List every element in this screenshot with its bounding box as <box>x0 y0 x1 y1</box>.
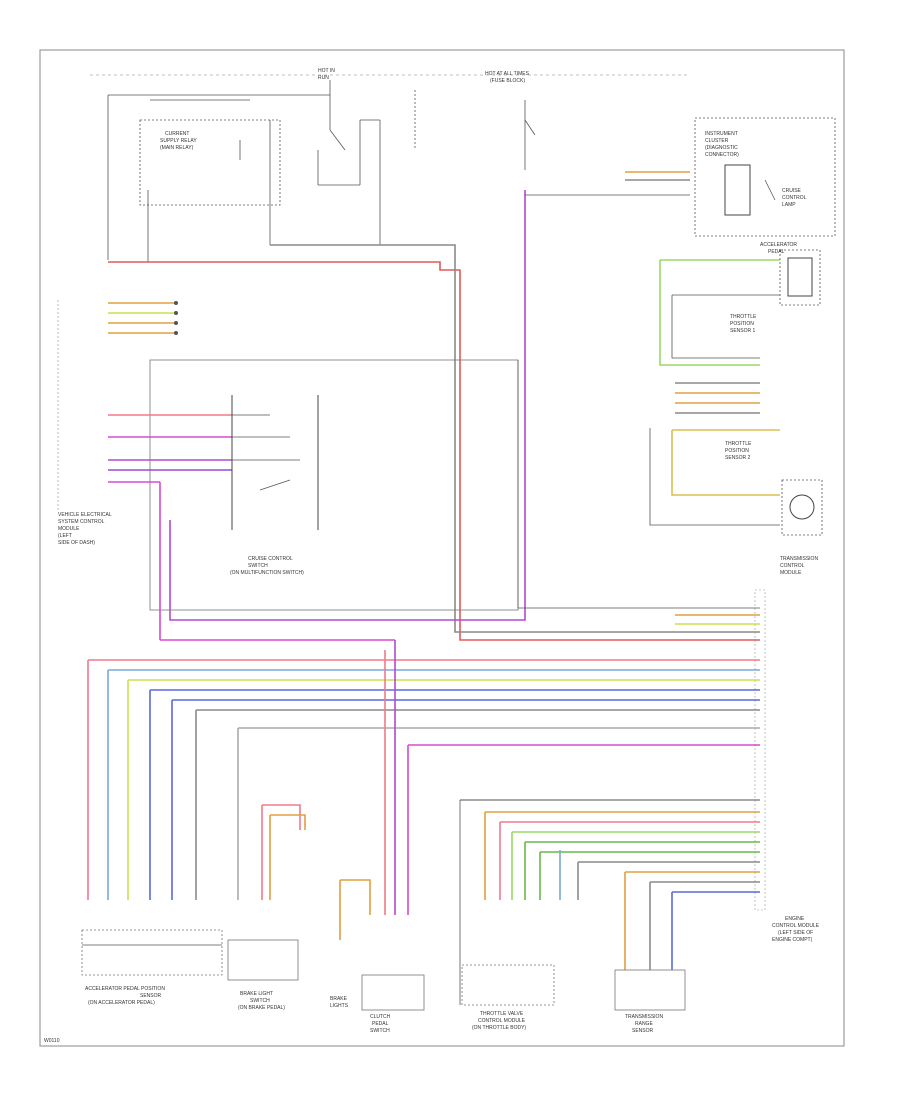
svg-text:BRAKE: BRAKE <box>330 996 348 1002</box>
right-sensor-group <box>649 249 823 536</box>
svg-text:ENGINE COMPT): ENGINE COMPT) <box>772 937 813 943</box>
svg-text:THROTTLE VALVE: THROTTLE VALVE <box>480 1011 524 1017</box>
svg-text:(DIAGNOSTIC: (DIAGNOSTIC <box>705 145 738 151</box>
svg-text:(MAIN RELAY): (MAIN RELAY) <box>160 145 194 151</box>
svg-text:BRAKE LIGHT: BRAKE LIGHT <box>240 991 273 997</box>
tps1-label: THROTTLE POSITION SENSOR 1 <box>730 314 757 334</box>
svg-text:CRUISE CONTROL: CRUISE CONTROL <box>248 556 293 562</box>
svg-text:MODULE: MODULE <box>780 570 802 576</box>
wire-red-top <box>108 261 760 641</box>
wire-gray-top <box>270 244 760 633</box>
svg-text:RUN: RUN <box>318 75 329 81</box>
power-supply-area <box>524 100 536 170</box>
svg-text:LAMP: LAMP <box>782 202 796 208</box>
cruise-switch-label: CRUISE CONTROL SWITCH (ON MULTIFUNCTION … <box>230 556 304 576</box>
svg-text:SENSOR 2: SENSOR 2 <box>725 455 751 461</box>
svg-text:CONNECTOR): CONNECTOR) <box>705 152 739 158</box>
svg-text:SWITCH: SWITCH <box>370 1028 390 1034</box>
svg-text:(LEFT: (LEFT <box>58 533 72 539</box>
svg-text:PEDAL: PEDAL <box>372 1021 389 1027</box>
svg-text:LIGHTS: LIGHTS <box>330 1003 349 1009</box>
svg-text:PEDAL: PEDAL <box>768 249 785 255</box>
svg-text:(FUSE BLOCK): (FUSE BLOCK) <box>490 78 525 84</box>
power-supply-label: HOT AT ALL TIMES (FUSE BLOCK) <box>485 71 530 84</box>
svg-text:ACCELERATOR PEDAL POSITION: ACCELERATOR PEDAL POSITION <box>85 986 165 992</box>
trans-range-wires <box>624 871 760 970</box>
instrument-cluster-label: INSTRUMENT CLUSTER (DIAGNOSTIC CONNECTOR… <box>705 131 739 158</box>
svg-text:ENGINE: ENGINE <box>785 916 805 922</box>
svg-text:CLUTCH: CLUTCH <box>370 1014 391 1020</box>
svg-text:SENSOR: SENSOR <box>140 993 162 999</box>
accel-pedal-label: ACCELERATOR PEDAL <box>760 242 797 255</box>
svg-text:TRANSMISSION: TRANSMISSION <box>780 556 818 562</box>
relay-block-label: HOT IN RUN <box>318 68 335 81</box>
cruise-lamp-label: CRUISE CONTROL LAMP <box>782 188 807 208</box>
top-left-relay-area <box>107 80 416 262</box>
svg-text:(LEFT SIDE OF: (LEFT SIDE OF <box>778 930 813 936</box>
footer-code: W0110 <box>44 1038 60 1044</box>
svg-text:ACCELERATOR: ACCELERATOR <box>760 242 797 248</box>
svg-text:THROTTLE: THROTTLE <box>725 441 752 447</box>
svg-text:(ON BRAKE PEDAL): (ON BRAKE PEDAL) <box>238 1005 285 1011</box>
diagram-frame <box>39 49 845 1047</box>
cruise-switch-frame <box>149 359 519 611</box>
bottom-brake-lamp-label: BRAKE LIGHTS <box>330 996 349 1009</box>
svg-text:SWITCH: SWITCH <box>250 998 270 1004</box>
ecm-connector <box>754 589 766 911</box>
svg-text:SIDE OF DASH): SIDE OF DASH) <box>58 540 95 546</box>
fuse-top-left-label: CURRENT SUPPLY RELAY (MAIN RELAY) <box>160 131 197 151</box>
svg-text:CONTROL: CONTROL <box>782 195 807 201</box>
svg-text:CLUSTER: CLUSTER <box>705 138 729 144</box>
throttle-wires <box>459 799 760 1005</box>
svg-text:(ON THROTTLE BODY): (ON THROTTLE BODY) <box>472 1025 526 1031</box>
bottom-brake-label: BRAKE LIGHT SWITCH (ON BRAKE PEDAL) <box>238 991 285 1011</box>
svg-text:SENSOR 1: SENSOR 1 <box>730 328 756 334</box>
svg-text:CONTROL MODULE: CONTROL MODULE <box>478 1018 526 1024</box>
left-module-label: VEHICLE ELECTRICAL SYSTEM CONTROL MODULE… <box>58 512 112 546</box>
bottom-components <box>81 929 686 1011</box>
instrument-cluster-block <box>724 164 751 216</box>
left-module-pins <box>108 301 178 335</box>
instrument-cluster-box <box>694 117 836 237</box>
trans-module-label: TRANSMISSION CONTROL MODULE <box>780 556 818 576</box>
main-bus <box>87 640 760 915</box>
svg-text:POSITION: POSITION <box>725 448 749 454</box>
svg-text:RANGE: RANGE <box>635 1021 653 1027</box>
svg-text:SENSOR: SENSOR <box>632 1028 654 1034</box>
svg-text:CONTROL MODULE: CONTROL MODULE <box>772 923 820 929</box>
svg-text:INSTRUMENT: INSTRUMENT <box>705 131 738 137</box>
svg-text:POSITION: POSITION <box>730 321 754 327</box>
svg-text:CONTROL: CONTROL <box>780 563 805 569</box>
bottom-throttle-label: THROTTLE VALVE CONTROL MODULE (ON THROTT… <box>472 1011 526 1031</box>
bottom-clutch-label: CLUTCH PEDAL SWITCH <box>370 1014 391 1034</box>
wire-violet-center <box>169 190 526 621</box>
svg-text:MODULE: MODULE <box>58 526 80 532</box>
svg-text:SUPPLY RELAY: SUPPLY RELAY <box>160 138 197 144</box>
svg-text:HOT IN: HOT IN <box>318 68 335 74</box>
svg-text:HOT AT ALL TIMES: HOT AT ALL TIMES <box>485 71 530 77</box>
svg-text:TRANSMISSION: TRANSMISSION <box>625 1014 663 1020</box>
svg-text:SWITCH: SWITCH <box>248 563 268 569</box>
bottom-accel-label: ACCELERATOR PEDAL POSITION SENSOR (ON AC… <box>85 986 165 1006</box>
svg-text:(ON MULTIFUNCTION SWITCH): (ON MULTIFUNCTION SWITCH) <box>230 570 304 576</box>
svg-text:(ON ACCELERATOR PEDAL): (ON ACCELERATOR PEDAL) <box>88 1000 155 1006</box>
svg-text:SYSTEM CONTROL: SYSTEM CONTROL <box>58 519 105 525</box>
bottom-trans-label: TRANSMISSION RANGE SENSOR <box>625 1014 663 1034</box>
tps2-label: THROTTLE POSITION SENSOR 2 <box>725 441 752 461</box>
ecm-label: ENGINE CONTROL MODULE (LEFT SIDE OF ENGI… <box>772 916 820 943</box>
svg-text:CRUISE: CRUISE <box>782 188 802 194</box>
svg-text:CURRENT: CURRENT <box>165 131 189 137</box>
svg-text:VEHICLE ELECTRICAL: VEHICLE ELECTRICAL <box>58 512 112 518</box>
svg-text:THROTTLE: THROTTLE <box>730 314 757 320</box>
